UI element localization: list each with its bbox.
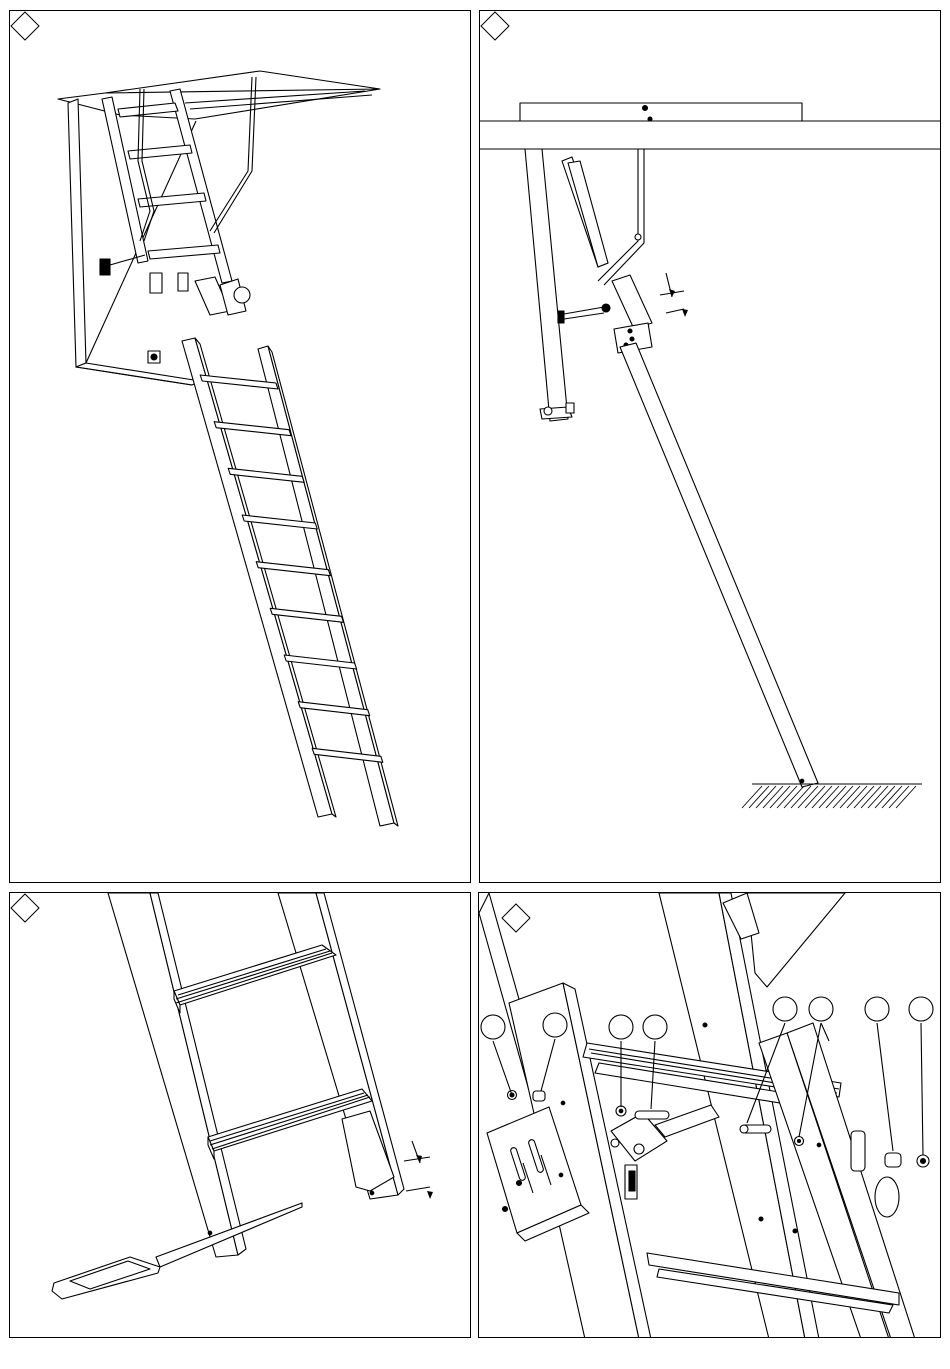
callout-circle-8 <box>909 997 933 1021</box>
callout-circle-1 <box>481 1015 505 1039</box>
panel-step-2 <box>479 10 941 883</box>
panel-step-4 <box>478 892 941 1338</box>
panel-step-3 <box>9 892 471 1338</box>
callout-circle-5 <box>773 997 797 1021</box>
callout-circle-2 <box>543 1013 567 1037</box>
callout-circle-6 <box>809 997 833 1021</box>
callout-circle-7 <box>865 997 889 1021</box>
foot-trim-drawing <box>10 893 471 1338</box>
side-view-drawing <box>480 11 941 883</box>
callout-circle-3 <box>609 1015 633 1039</box>
ladder-assembly-drawing <box>10 11 471 883</box>
panel-step-1 <box>9 10 471 883</box>
hardware-detail-drawing <box>479 893 941 1338</box>
callout-circle-4 <box>643 1015 667 1039</box>
